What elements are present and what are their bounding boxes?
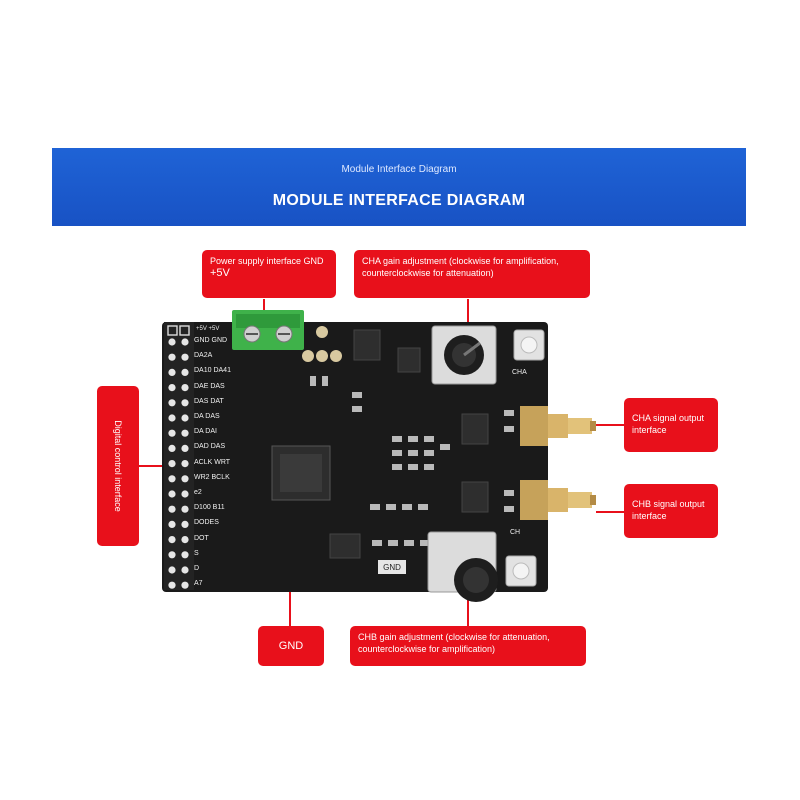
banner-subtitle: Module Interface Diagram (341, 164, 457, 175)
header-pin (181, 505, 189, 513)
header-pin (168, 536, 176, 544)
ic-small-2 (397, 347, 421, 373)
header-pin (181, 353, 189, 361)
header-pin (168, 460, 176, 468)
pin-label: A7 (194, 580, 203, 588)
callout-gnd: GND (258, 626, 324, 666)
capacitors (302, 326, 342, 362)
header-pin (181, 490, 189, 498)
gnd-tag-text: GND (383, 563, 401, 572)
callout-digital-control: Digital control interface (97, 386, 139, 546)
ic-small-5 (329, 533, 361, 559)
pin-label: DAS DAT (194, 397, 224, 405)
header-pin (168, 551, 176, 559)
header-pin (168, 444, 176, 452)
passive-components (310, 376, 514, 546)
ic-small-3 (461, 413, 489, 445)
header-pin (168, 399, 176, 407)
banner-title: MODULE INTERFACE DIAGRAM (272, 192, 526, 209)
header-pin (168, 475, 176, 483)
header-pin-dots (168, 338, 189, 589)
header-pin (181, 536, 189, 544)
pin-label: DODES (194, 519, 219, 527)
pin-label: D (194, 565, 200, 572)
header-pin (168, 429, 176, 437)
pcb (162, 322, 548, 592)
terminal-top (236, 314, 300, 328)
pin-label: DAE DAS (194, 382, 225, 390)
header-pin (168, 490, 176, 498)
header-pin (181, 384, 189, 392)
pin-label: DA DAI (194, 428, 217, 436)
main-ic-die (280, 454, 322, 492)
callout-power-text: Power supply interface GND (210, 256, 324, 266)
header-pins (167, 325, 190, 336)
pin-label: DOT (194, 534, 209, 542)
header-pin (181, 460, 189, 468)
pin-label: DA DAS (194, 413, 220, 420)
header-pin (168, 338, 176, 346)
header-top-label: +5V +5V (196, 326, 219, 332)
header-pin (181, 338, 189, 346)
header-pin (168, 520, 176, 529)
pin-label: e2 (194, 489, 202, 496)
ic-small-4 (461, 481, 489, 513)
header-pin (181, 566, 189, 574)
callout-chb-output: CHB signal output interface (624, 484, 718, 538)
header-pin (168, 353, 176, 361)
header-pin (168, 414, 176, 422)
cha-sma-connector (520, 406, 596, 446)
callout-chb-gain: CHB gain adjustment (clockwise for atten… (350, 626, 586, 666)
pin-label: D100 B11 (194, 504, 225, 512)
header-pin (181, 475, 189, 483)
header-pin (181, 429, 189, 437)
pin-label: S (194, 549, 199, 557)
header-pin (168, 581, 176, 589)
callout-power-supply: Power supply interface GND +5V (202, 250, 336, 298)
pin-label: DA10 DA41 (194, 367, 231, 375)
gnd-tag-box (378, 560, 406, 574)
pin-label: DA2A (194, 352, 213, 360)
title-banner: Module Interface Diagram MODULE INTERFAC… (52, 148, 746, 226)
header-pin (181, 520, 189, 529)
pin-label: DAD DAS (194, 443, 226, 451)
ch-board-label: CH (510, 529, 520, 536)
ic-small-1 (353, 329, 381, 361)
header-pin (181, 368, 189, 376)
callout-cha-output: CHA signal output interface (624, 398, 718, 452)
header-pin (181, 414, 189, 422)
header-pin (168, 368, 176, 376)
header-pin (181, 399, 189, 407)
callout-digital-text: Digital control interface (113, 420, 123, 512)
pin-label: WR2 BCLK (194, 473, 230, 481)
callout-power-plus: +5V (210, 267, 230, 279)
header-pin (181, 581, 189, 589)
callout-cha-gain: CHA gain adjustment (clockwise for ampli… (354, 250, 590, 298)
chb-sma-connector (520, 480, 596, 520)
pin-label: ACLK WRT (194, 458, 231, 466)
header-pin (168, 505, 176, 513)
cha-board-label: CHA (512, 369, 527, 376)
header-pin (168, 384, 176, 392)
header-pin (168, 566, 176, 574)
header-pin (181, 444, 189, 452)
pin-label: GND GND (194, 337, 228, 344)
pin-header (164, 322, 194, 590)
header-pin (181, 551, 189, 559)
